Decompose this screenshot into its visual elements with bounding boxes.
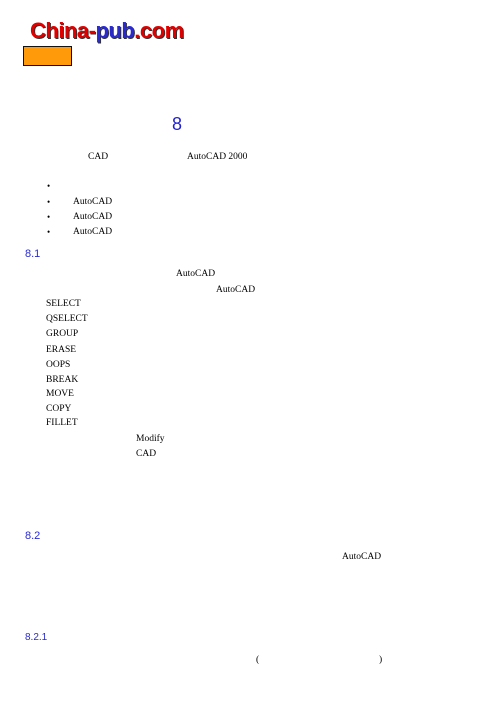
section-heading-8-2: 8.2 [25,530,41,542]
command-name: SELECT [46,299,81,309]
command-name: COPY [46,404,72,414]
paren-close: ) [379,655,383,665]
bullet-marker: • [47,227,51,237]
section-heading-8-2-1: 8.2.1 [25,632,48,643]
menu-name-modify: Modify [136,434,165,444]
site-logo: China-pub.com [30,18,184,44]
section-8-1-text: AutoCAD [176,269,216,279]
chapter-number: 8 [172,114,183,134]
command-name: OOPS [46,360,71,370]
command-name: ERASE [46,345,77,355]
bullet-text: AutoCAD [73,212,113,222]
section-8-1-text: AutoCAD [216,285,256,295]
section-heading-8-1: 8.1 [25,248,41,260]
logo-text-pub: pub [95,18,135,43]
bullet-text: AutoCAD [73,197,113,207]
bullet-text: AutoCAD [73,227,113,237]
bullet-marker: • [47,197,51,207]
command-name: QSELECT [46,314,88,324]
section-8-2-text: AutoCAD [342,552,382,562]
bullet-marker: • [47,181,51,191]
intro-text-left: CAD [88,152,109,162]
section-8-1-text: CAD [136,449,157,459]
bullet-marker: • [47,212,51,222]
command-name: FILLET [46,418,78,428]
logo-orange-block [23,46,72,66]
intro-text-right: AutoCAD 2000 [187,152,248,162]
command-name: MOVE [46,389,74,399]
paren-open: ( [256,655,260,665]
logo-text-com: .com [134,18,184,43]
command-name: GROUP [46,329,79,339]
command-name: BREAK [46,375,79,385]
logo-text-china: China- [30,18,96,43]
